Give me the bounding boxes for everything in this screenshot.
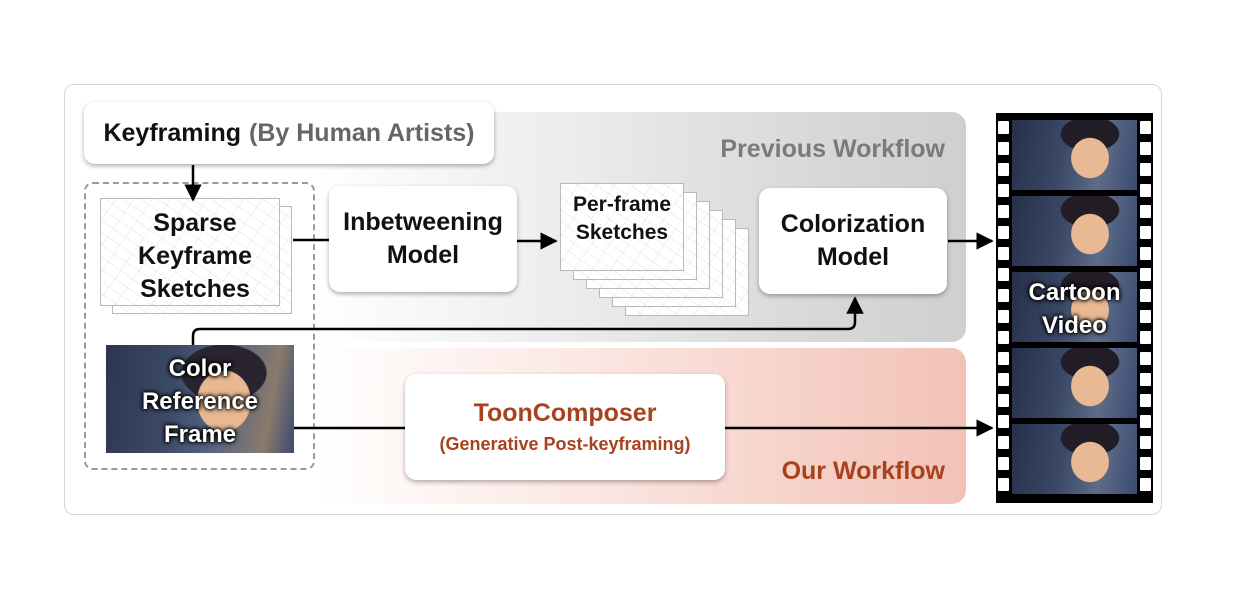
our-workflow-label: Our Workflow bbox=[781, 457, 945, 485]
color-reference-label: Color Reference Frame bbox=[106, 352, 294, 451]
film-perforation bbox=[1140, 457, 1151, 470]
inbetweening-label-line: Model bbox=[386, 241, 460, 269]
sparse-keyframe-sketches-label: Sparse Keyframe Sketches bbox=[100, 207, 290, 306]
film-perforation bbox=[1140, 289, 1151, 302]
per-frame-label-line: Sketches bbox=[575, 221, 669, 244]
film-perforation bbox=[1140, 205, 1151, 218]
film-perforation bbox=[1140, 247, 1151, 260]
colorization-model-box: Colorization Model bbox=[759, 188, 947, 294]
film-perforation bbox=[998, 121, 1009, 134]
film-perforation bbox=[1140, 331, 1151, 344]
film-perforation bbox=[998, 289, 1009, 302]
film-perforation bbox=[998, 436, 1009, 449]
film-frame bbox=[1012, 272, 1137, 342]
film-perforation bbox=[998, 352, 1009, 365]
film-perforation bbox=[998, 247, 1009, 260]
cartoon-video-filmstrip bbox=[996, 113, 1153, 503]
film-perforation bbox=[1140, 373, 1151, 386]
cartoon-video-label: Cartoon Video bbox=[996, 276, 1153, 342]
per-frame-sketches-label: Per-frame Sketches bbox=[560, 191, 684, 247]
film-perforation bbox=[1140, 415, 1151, 428]
film-perforation bbox=[1140, 226, 1151, 239]
tooncomposer-box: ToonComposer (Generative Post-keyframing… bbox=[405, 374, 725, 480]
keyframing-box: Keyframing (By Human Artists) bbox=[84, 102, 494, 164]
color-reference-image bbox=[106, 345, 294, 453]
film-perforation bbox=[998, 415, 1009, 428]
tooncomposer-subtitle: (Generative Post-keyframing) bbox=[439, 434, 691, 454]
film-perforation bbox=[998, 142, 1009, 155]
film-frame bbox=[1012, 424, 1137, 494]
previous-workflow-label: Previous Workflow bbox=[720, 135, 945, 163]
color-ref-label-line: Color bbox=[168, 355, 232, 382]
film-perforation bbox=[1140, 268, 1151, 281]
tooncomposer-title: ToonComposer bbox=[473, 399, 657, 427]
film-perforation bbox=[998, 205, 1009, 218]
cartoon-video-label-line: Video bbox=[1042, 312, 1107, 339]
colorization-label-line: Model bbox=[816, 243, 890, 271]
film-perforation bbox=[998, 331, 1009, 344]
film-frame bbox=[1012, 120, 1137, 190]
per-frame-label-line: Per-frame bbox=[572, 193, 672, 216]
per-frame-sketch-sheet bbox=[560, 183, 684, 271]
sparse-label-line: Sketches bbox=[140, 275, 250, 303]
keyframing-subtitle: (By Human Artists) bbox=[249, 118, 475, 147]
film-perforation bbox=[1140, 394, 1151, 407]
film-perforation bbox=[1140, 142, 1151, 155]
film-perforation bbox=[998, 373, 1009, 386]
film-perforation bbox=[998, 478, 1009, 491]
color-ref-label-line: Reference bbox=[141, 388, 259, 415]
film-perforation bbox=[1140, 163, 1151, 176]
film-perforation bbox=[998, 184, 1009, 197]
film-frame bbox=[1012, 348, 1137, 418]
film-perforation bbox=[998, 457, 1009, 470]
colorization-label-line: Colorization bbox=[780, 210, 926, 238]
film-perforation bbox=[998, 310, 1009, 323]
film-perforation bbox=[1140, 436, 1151, 449]
film-perforation bbox=[998, 163, 1009, 176]
keyframing-title: Keyframing bbox=[103, 118, 242, 147]
sparse-label-line: Sparse bbox=[153, 209, 237, 237]
film-perforation bbox=[998, 226, 1009, 239]
color-ref-label-line: Frame bbox=[163, 421, 237, 448]
cartoon-video-label-line: Cartoon bbox=[1028, 279, 1121, 306]
inbetweening-label-line: Inbetweening bbox=[343, 208, 503, 236]
keyframe-sketch-sheet bbox=[100, 198, 280, 306]
film-perforation bbox=[1140, 184, 1151, 197]
film-perforation bbox=[1140, 352, 1151, 365]
sparse-label-line: Keyframe bbox=[138, 242, 252, 270]
film-perforation bbox=[1140, 478, 1151, 491]
inbetweening-model-box: Inbetweening Model bbox=[329, 186, 517, 292]
film-perforation bbox=[1140, 121, 1151, 134]
film-perforation bbox=[998, 268, 1009, 281]
film-perforation bbox=[1140, 310, 1151, 323]
film-frame bbox=[1012, 196, 1137, 266]
film-perforation bbox=[998, 394, 1009, 407]
